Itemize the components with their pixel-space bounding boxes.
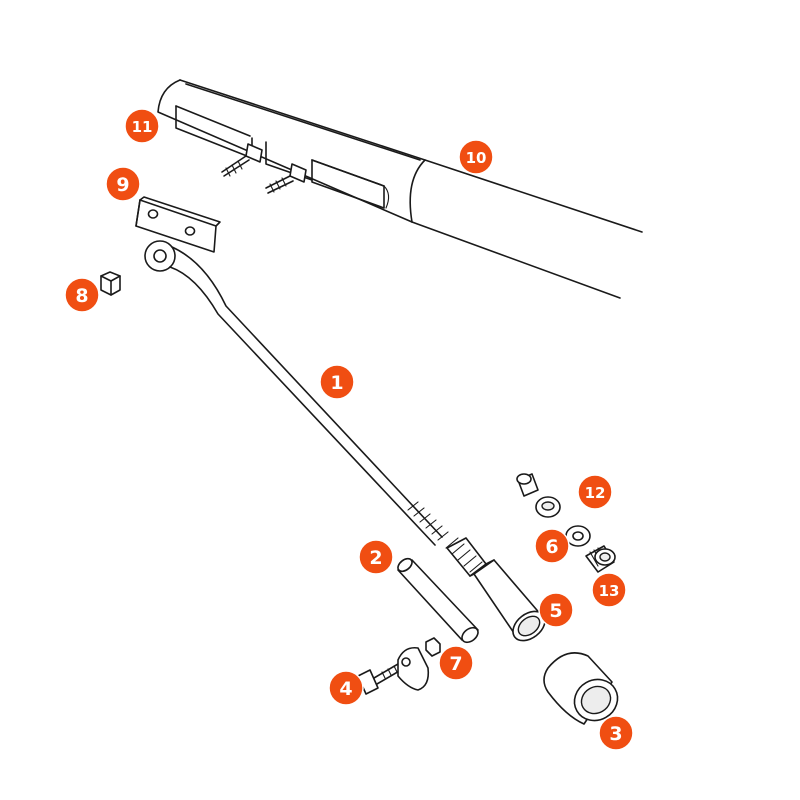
callout-9: 9 [105, 166, 141, 202]
callout-circle [577, 474, 613, 510]
callout-5: 5 [538, 592, 574, 628]
callout-label: 8 [75, 285, 88, 307]
callout-label: 4 [339, 678, 352, 700]
callout-label: 7 [449, 653, 462, 675]
clamp-part [397, 637, 441, 691]
callout-circle [328, 670, 364, 706]
callout-circle [124, 108, 160, 144]
callout-circle [458, 139, 494, 175]
callout-label: 6 [545, 536, 558, 558]
callout-7: 7 [438, 645, 474, 681]
callout-label: 10 [466, 149, 487, 167]
beam-part [157, 79, 643, 299]
callout-label: 13 [599, 582, 620, 600]
callout-circle [538, 592, 574, 628]
callout-circle [358, 539, 394, 575]
threaded-bushing-part [585, 545, 616, 573]
nut-part [100, 271, 121, 296]
callout-8: 8 [64, 277, 100, 313]
bushing-part [516, 473, 561, 518]
callout-6: 6 [534, 528, 570, 564]
bolt-part [357, 663, 402, 695]
callout-circle [105, 166, 141, 202]
callout-circle [598, 715, 634, 751]
callout-13: 13 [591, 572, 627, 608]
callout-label: 3 [609, 723, 622, 745]
callout-12: 12 [577, 474, 613, 510]
callout-4: 4 [328, 670, 364, 706]
callout-10: 10 [458, 139, 494, 175]
callout-label: 12 [585, 484, 606, 502]
callout-1: 1 [319, 364, 355, 400]
callout-circle [64, 277, 100, 313]
tie-rod-part [144, 240, 449, 546]
callout-label: 9 [116, 174, 129, 196]
callout-circle [438, 645, 474, 681]
end-cap-part [543, 652, 619, 725]
callout-circle [319, 364, 355, 400]
callout-11: 11 [124, 108, 160, 144]
callout-circle [591, 572, 627, 608]
callout-label: 11 [132, 118, 153, 136]
plate-part [135, 196, 221, 253]
callout-label: 1 [330, 372, 343, 394]
washer-part [565, 525, 591, 547]
sleeve-part [397, 557, 479, 644]
callout-circle [534, 528, 570, 564]
callout-label: 2 [369, 547, 382, 569]
callout-label: 5 [549, 600, 562, 622]
callout-2: 2 [358, 539, 394, 575]
callout-3: 3 [598, 715, 634, 751]
